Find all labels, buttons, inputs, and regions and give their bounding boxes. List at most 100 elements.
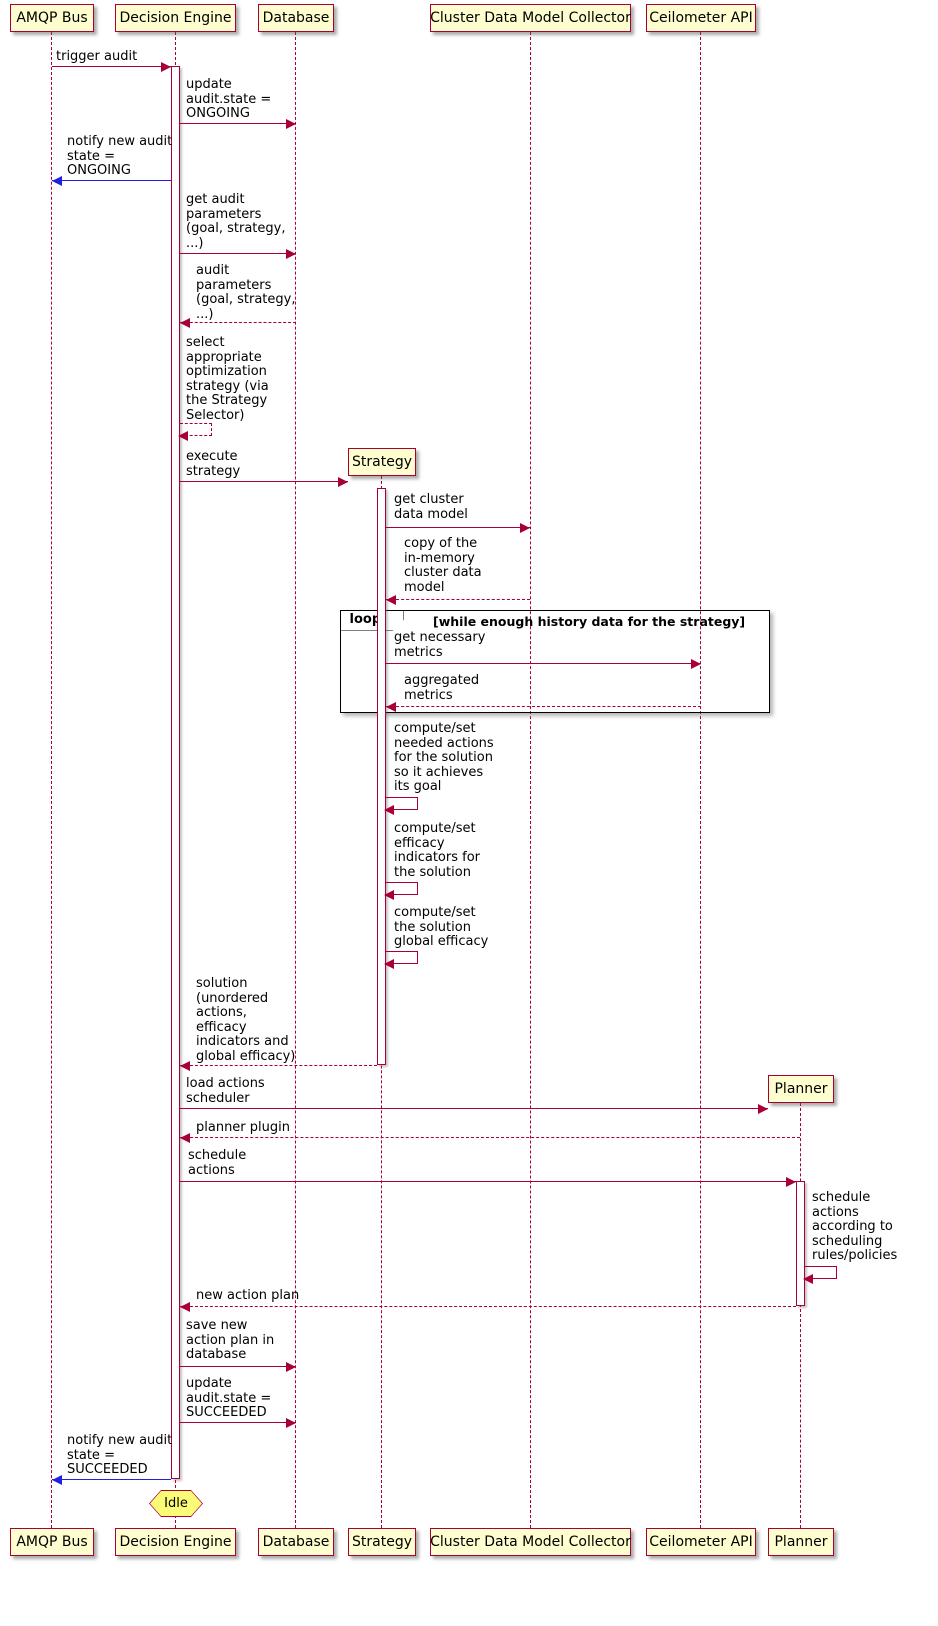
lifeline-cluster-data-model-collector bbox=[530, 32, 531, 1528]
participant-label: Database bbox=[262, 1534, 330, 1550]
activation-decision-engine bbox=[171, 66, 180, 1479]
arrowhead-left bbox=[180, 1133, 190, 1143]
participant-decision-engine-top: Decision Engine bbox=[115, 4, 236, 32]
message-label-get-metrics: get necessary metrics bbox=[394, 630, 486, 660]
participant-database-top: Database bbox=[258, 4, 334, 32]
arrow-select-strategy-self bbox=[178, 423, 212, 441]
participant-label: Planner bbox=[774, 1534, 828, 1550]
arrow-copy-cluster-model bbox=[386, 595, 530, 605]
arrowhead-right bbox=[691, 659, 701, 669]
arrow-trigger-audit bbox=[52, 62, 171, 72]
message-label-compute-efficacy: compute/set efficacy indicators for the … bbox=[394, 821, 481, 880]
participant-label: Decision Engine bbox=[119, 1534, 232, 1550]
message-label-update-state-ongoing: update audit.state = ONGOING bbox=[186, 77, 272, 122]
arrowhead-left bbox=[386, 702, 396, 712]
arrowhead-left bbox=[180, 318, 190, 328]
lifeline-planner bbox=[800, 1103, 801, 1528]
participant-label: Strategy bbox=[352, 454, 412, 470]
message-label-load-scheduler: load actions scheduler bbox=[186, 1076, 265, 1106]
message-label-notify-succeeded: notify new audit state = SUCCEEDED bbox=[67, 1433, 173, 1478]
message-label-notify-ongoing: notify new audit state = ONGOING bbox=[67, 134, 173, 179]
loop-guard-label: [while enough history data for the strat… bbox=[433, 614, 746, 629]
message-label-new-action-plan: new action plan bbox=[196, 1288, 300, 1303]
arrow-update-state-succeeded bbox=[180, 1418, 296, 1428]
message-label-planner-plugin: planner plugin bbox=[196, 1120, 290, 1135]
arrowhead-left bbox=[180, 1302, 190, 1312]
arrow-get-audit-params bbox=[180, 249, 296, 259]
message-label-schedule-actions: schedule actions bbox=[188, 1148, 247, 1178]
message-label-compute-actions: compute/set needed actions for the solut… bbox=[394, 721, 494, 795]
message-label-update-state-succeeded: update audit.state = SUCCEEDED bbox=[186, 1376, 272, 1421]
message-label-trigger-audit: trigger audit bbox=[56, 49, 138, 64]
arrowhead-left bbox=[384, 889, 394, 900]
arrowhead-right bbox=[520, 523, 530, 533]
message-label-compute-global-efficacy: compute/set the solution global efficacy bbox=[394, 905, 489, 950]
arrow-schedule-according-self bbox=[803, 1266, 837, 1284]
participant-label: Cluster Data Model Collector bbox=[430, 10, 631, 26]
participant-cluster-data-model-collector-bottom: Cluster Data Model Collector bbox=[430, 1528, 631, 1556]
arrow-notify-succeeded bbox=[52, 1475, 171, 1485]
arrowhead-left bbox=[52, 176, 62, 186]
arrowhead-left bbox=[180, 1061, 190, 1071]
activation-planner bbox=[796, 1181, 805, 1306]
message-label-aggregated-metrics: aggregated metrics bbox=[404, 673, 480, 703]
arrow-notify-ongoing bbox=[52, 176, 171, 186]
idle-state-label: Idle bbox=[164, 1496, 188, 1511]
arrow-load-scheduler bbox=[180, 1104, 768, 1114]
participant-label: Strategy bbox=[352, 1534, 412, 1550]
arrow-get-metrics bbox=[386, 659, 701, 669]
message-label-audit-params-return: audit parameters (goal, strategy, ...) bbox=[196, 263, 296, 322]
arrow-save-action-plan bbox=[180, 1362, 296, 1372]
arrowhead-right bbox=[758, 1104, 768, 1114]
arrow-schedule-actions bbox=[180, 1177, 796, 1187]
arrowhead-left bbox=[52, 1475, 62, 1485]
arrowhead-left bbox=[384, 804, 394, 815]
arrow-update-state-ongoing bbox=[180, 119, 296, 129]
participant-planner-created: Planner bbox=[768, 1075, 834, 1103]
arrow-compute-efficacy-self bbox=[384, 882, 418, 900]
arrowhead-left bbox=[803, 1273, 813, 1284]
arrowhead-right bbox=[286, 1362, 296, 1372]
participant-cluster-data-model-collector-top: Cluster Data Model Collector bbox=[430, 4, 631, 32]
idle-state-hexagon: Idle bbox=[149, 1490, 203, 1517]
arrow-new-action-plan bbox=[180, 1302, 796, 1312]
participant-label: Planner bbox=[774, 1081, 828, 1097]
arrowhead-right bbox=[161, 62, 171, 72]
participant-ceilometer-api-bottom: Ceilometer API bbox=[646, 1528, 756, 1556]
arrowhead-right bbox=[286, 119, 296, 129]
message-label-schedule-according: schedule actions according to scheduling… bbox=[812, 1190, 898, 1264]
participant-label: Ceilometer API bbox=[649, 10, 753, 26]
arrowhead-right bbox=[286, 249, 296, 259]
idle-state-hexagon-fill: Idle bbox=[150, 1491, 202, 1516]
participant-label: AMQP Bus bbox=[16, 1534, 88, 1550]
arrowhead-left bbox=[178, 430, 188, 441]
loop-operator-label: loop bbox=[349, 611, 382, 627]
participant-amqp-bus-bottom: AMQP Bus bbox=[10, 1528, 94, 1556]
arrow-compute-global-efficacy-self bbox=[384, 951, 418, 969]
arrowhead-left bbox=[384, 958, 394, 969]
arrow-compute-actions-self bbox=[384, 797, 418, 815]
arrowhead-right bbox=[786, 1177, 796, 1187]
message-label-save-action-plan: save new action plan in database bbox=[186, 1318, 275, 1363]
participant-label: AMQP Bus bbox=[16, 10, 88, 26]
participant-amqp-bus-top: AMQP Bus bbox=[10, 4, 94, 32]
message-label-select-strategy: select appropriate optimization strategy… bbox=[186, 335, 269, 423]
message-label-solution-return: solution (unordered actions, efficacy in… bbox=[196, 976, 296, 1064]
message-label-execute-strategy: execute strategy bbox=[186, 449, 241, 479]
participant-strategy-created: Strategy bbox=[348, 448, 416, 476]
loop-frame: loop [while enough history data for the … bbox=[339, 609, 770, 713]
participant-decision-engine-bottom: Decision Engine bbox=[115, 1528, 236, 1556]
activation-strategy bbox=[377, 488, 386, 1065]
participant-planner-bottom: Planner bbox=[768, 1528, 834, 1556]
lifeline-database bbox=[295, 32, 296, 1528]
participant-database-bottom: Database bbox=[258, 1528, 334, 1556]
arrow-solution-return bbox=[180, 1061, 377, 1071]
arrow-execute-strategy bbox=[180, 477, 348, 487]
arrow-audit-params-return bbox=[180, 318, 296, 328]
arrowhead-right bbox=[286, 1418, 296, 1428]
message-label-copy-cluster-model: copy of the in-memory cluster data model bbox=[404, 536, 482, 595]
message-label-get-cluster-model: get cluster data model bbox=[394, 492, 468, 522]
arrow-aggregated-metrics bbox=[386, 702, 701, 712]
participant-label: Cluster Data Model Collector bbox=[430, 1534, 631, 1550]
